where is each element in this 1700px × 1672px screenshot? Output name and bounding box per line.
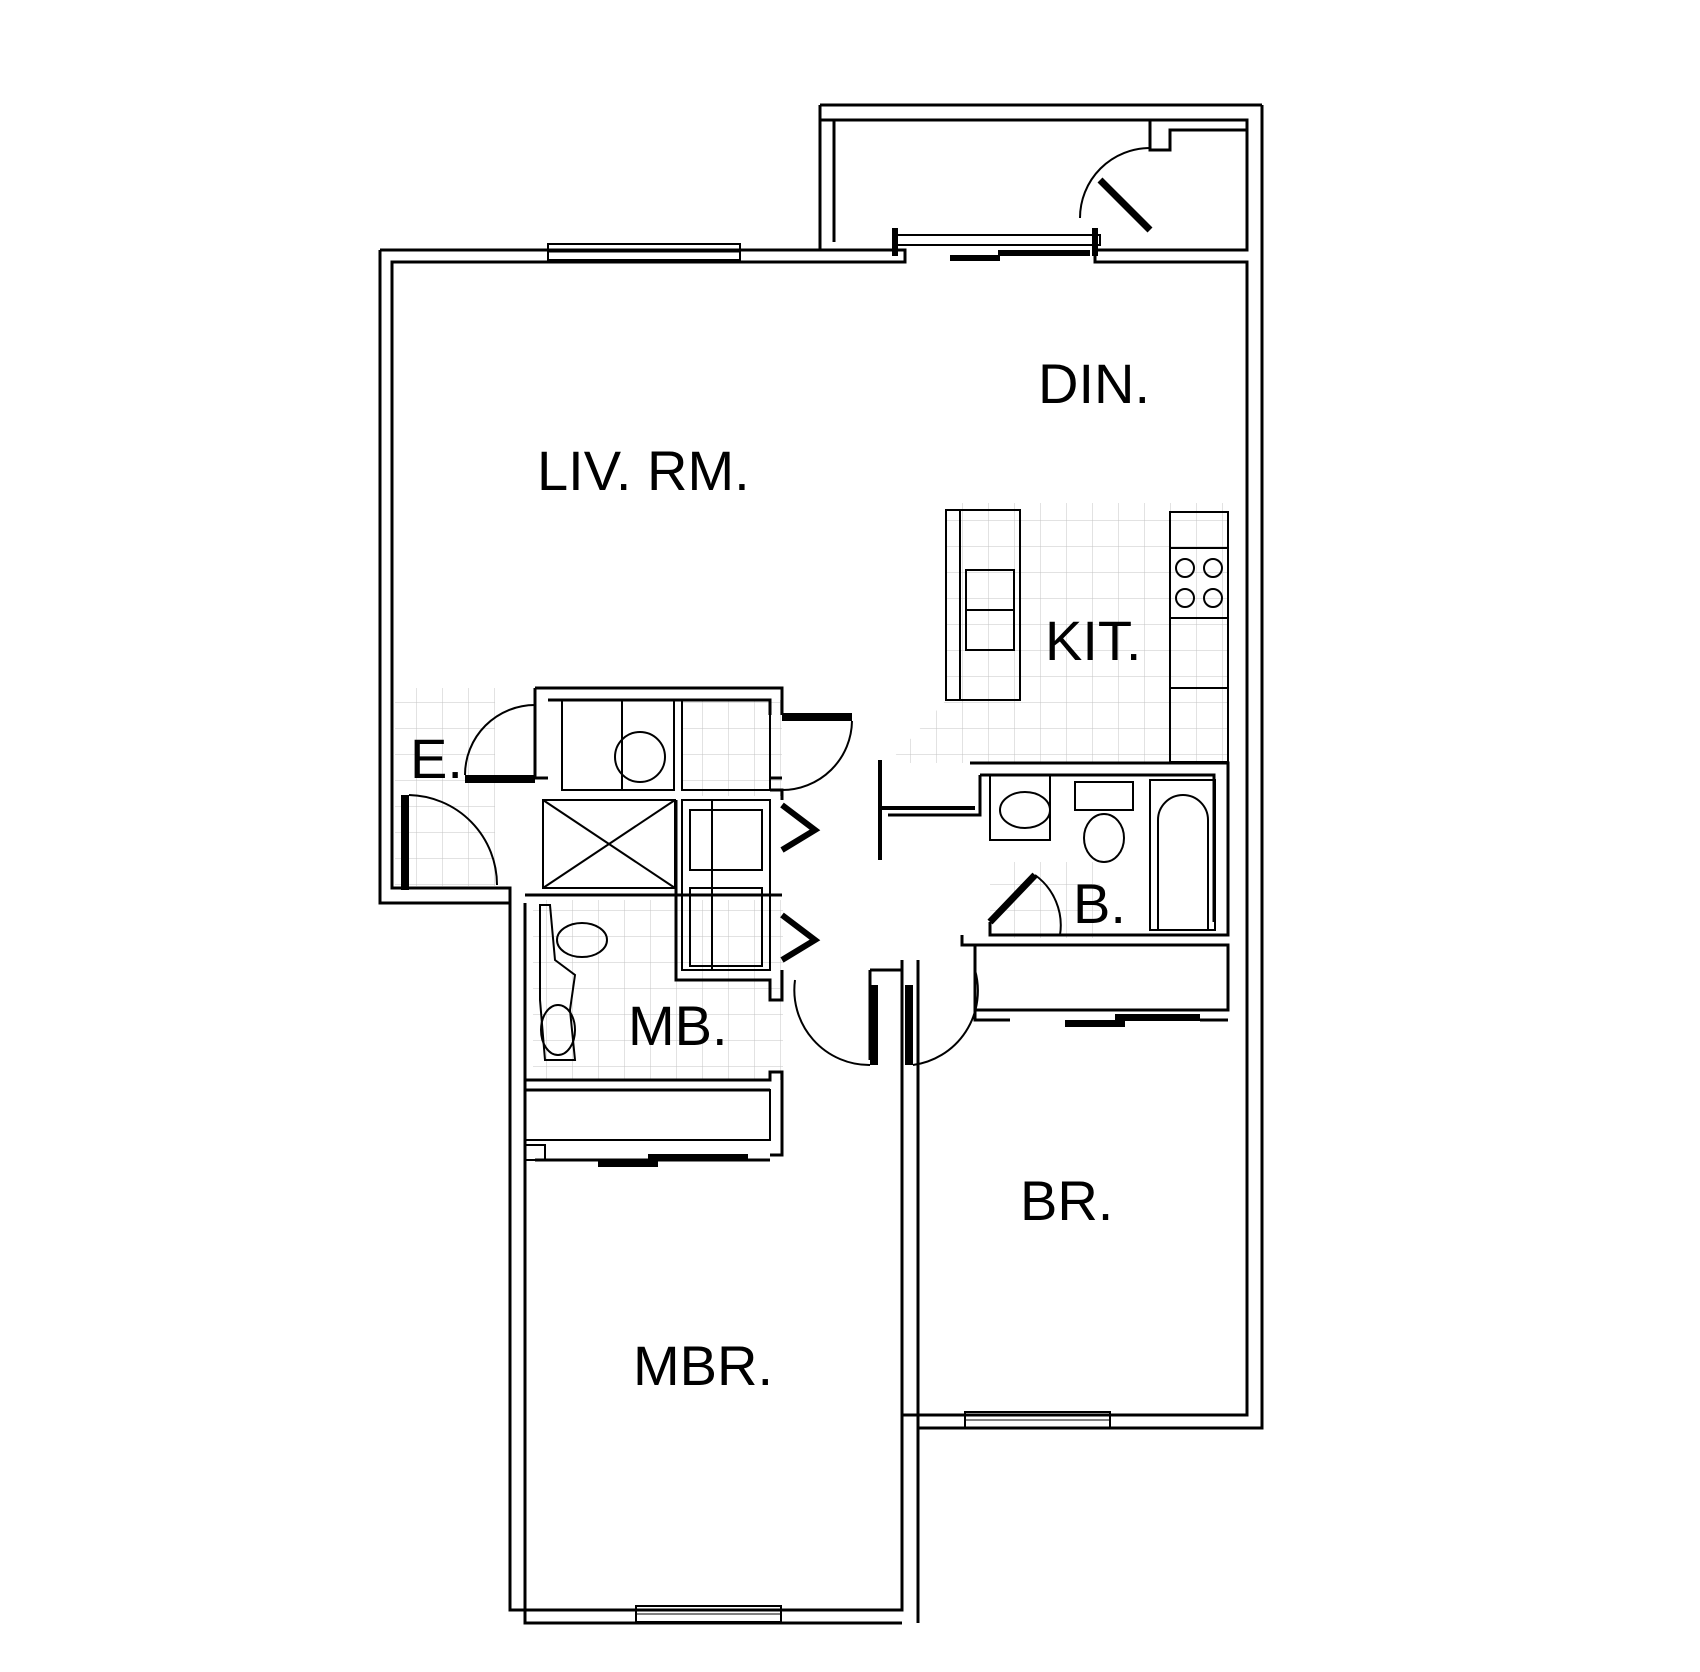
master-bath-fixtures — [539, 904, 608, 1061]
label-master-bedroom: MBR. — [633, 1334, 773, 1397]
kitchen-fixtures — [945, 509, 1229, 763]
balcony-door — [1079, 147, 1153, 233]
label-living-room: LIV. RM. — [537, 439, 750, 502]
label-dining: DIN. — [1038, 352, 1150, 415]
label-entry: E. — [410, 727, 463, 790]
interior-walls — [524, 686, 784, 1162]
hall-bath — [878, 760, 1230, 937]
sliding-door — [892, 228, 1101, 261]
label-bath: B. — [1073, 872, 1126, 935]
label-kitchen: KIT. — [1045, 609, 1141, 672]
label-master-bath: MB. — [628, 994, 728, 1057]
tile-floors — [395, 503, 1228, 1080]
room-labels: LIV. RM. DIN. KIT. E. B. MB. BR. MBR. — [410, 352, 1150, 1397]
exterior-walls — [378, 103, 1264, 1625]
label-bedroom: BR. — [1020, 1169, 1113, 1232]
windows — [547, 243, 1111, 1623]
bedroom-closet — [900, 943, 1230, 1428]
doors — [401, 704, 1200, 1167]
